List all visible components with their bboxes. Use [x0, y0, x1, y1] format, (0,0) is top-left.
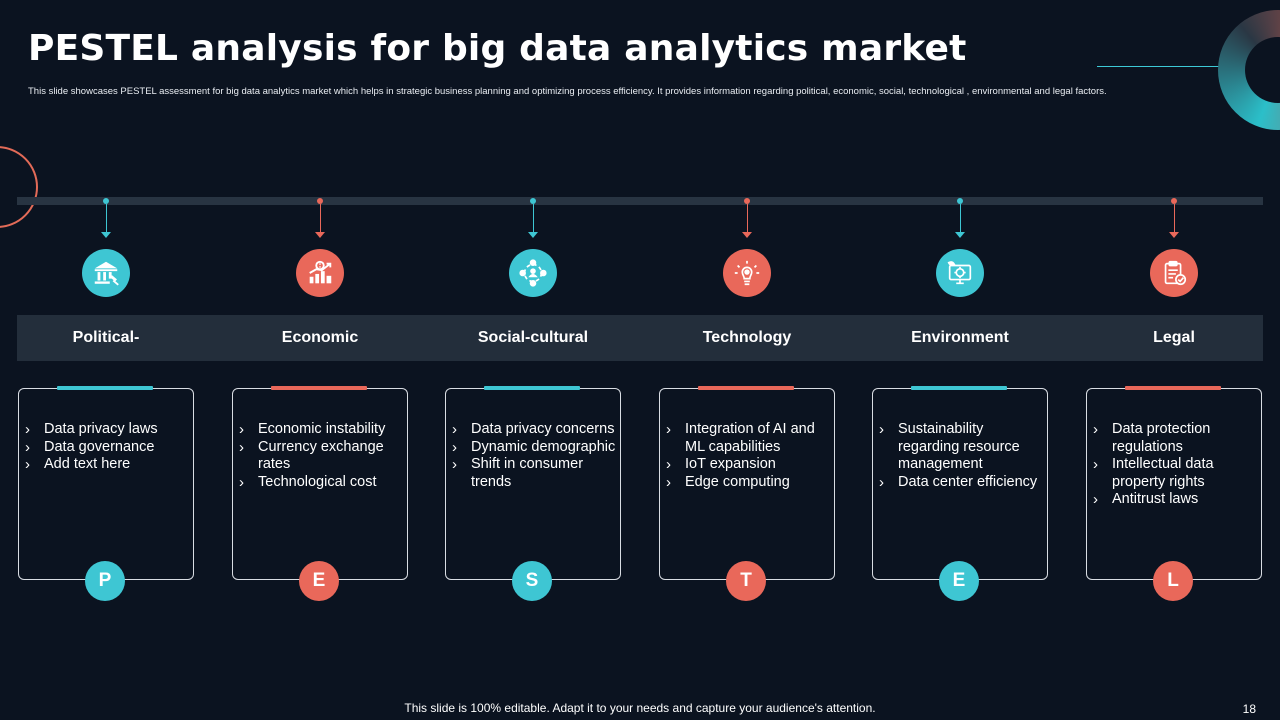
slide-subtitle: This slide showcases PESTEL assessment f… [28, 86, 1107, 97]
letter-badge: L [1153, 561, 1193, 601]
list-item: Intellectual data property rights [1093, 456, 1259, 491]
government-building-gavel-icon [82, 249, 130, 297]
decorative-accent-line [1097, 66, 1220, 67]
pestel-column-environment: Environment Sustainability regarding res… [871, 0, 1049, 720]
timeline-dot [744, 198, 750, 204]
card-accent-bar [698, 386, 794, 390]
connector-line [105, 204, 107, 234]
social-network-people-icon [509, 249, 557, 297]
letter-badge: T [726, 561, 766, 601]
lightbulb-gear-icon [723, 249, 771, 297]
arrow-down-icon [955, 232, 965, 238]
timeline-dot [957, 198, 963, 204]
factor-list: Data protection regulations Intellectual… [1093, 421, 1259, 509]
letter-badge: P [85, 561, 125, 601]
list-item: Edge computing [666, 474, 832, 492]
category-heading: Legal [1153, 329, 1195, 346]
arrow-down-icon [101, 232, 111, 238]
list-item: Currency exchange rates [239, 439, 405, 474]
list-item: IoT expansion [666, 456, 832, 474]
card-accent-bar [484, 386, 580, 390]
connector-line [959, 204, 961, 234]
card-accent-bar [1125, 386, 1221, 390]
connector-line [746, 204, 748, 234]
eco-monitor-gear-icon [936, 249, 984, 297]
connector-line [1173, 204, 1175, 234]
list-item: Antitrust laws [1093, 491, 1259, 509]
card-accent-bar [57, 386, 153, 390]
category-heading: Economic [281, 329, 359, 346]
list-item: Add text here [25, 456, 191, 474]
factor-list: Sustainability regarding resource manage… [879, 421, 1045, 491]
category-heading: Political- [72, 329, 140, 346]
list-item: Sustainability regarding resource manage… [879, 421, 1045, 474]
factor-list: Integration of AI and ML capabilities Io… [666, 421, 832, 491]
legal-clipboard-gavel-icon [1150, 249, 1198, 297]
slide-title: PESTEL analysis for big data analytics m… [28, 28, 967, 69]
list-item: Data privacy concerns [452, 421, 618, 439]
card-accent-bar [271, 386, 367, 390]
list-item: Dynamic demographic [452, 439, 618, 457]
category-heading: Social-cultural [477, 329, 589, 346]
header-band [17, 315, 1263, 361]
slide-footer: This slide is 100% editable. Adapt it to… [404, 701, 876, 715]
factor-card [18, 388, 194, 580]
card-accent-bar [911, 386, 1007, 390]
timeline-dot [530, 198, 536, 204]
timeline-dot [103, 198, 109, 204]
connector-line [319, 204, 321, 234]
factor-list: Data privacy laws Data governance Add te… [25, 421, 191, 474]
arrow-down-icon [315, 232, 325, 238]
timeline-bar [17, 197, 1263, 205]
list-item: Integration of AI and ML capabilities [666, 421, 832, 456]
pestel-column-political: Political- Data privacy laws Data govern… [17, 0, 195, 720]
timeline-dot [317, 198, 323, 204]
arrow-down-icon [1169, 232, 1179, 238]
page-number: 18 [1242, 702, 1256, 716]
category-heading: Technology [702, 329, 792, 346]
list-item: Data governance [25, 439, 191, 457]
category-heading: Environment [911, 329, 1009, 346]
list-item: Economic instability [239, 421, 405, 439]
list-item: Data privacy laws [25, 421, 191, 439]
pestel-column-economic: Economic Economic instability Currency e… [231, 0, 409, 720]
list-item: Shift in consumer trends [452, 456, 618, 491]
pestel-column-technology: Technology Integration of AI and ML capa… [658, 0, 836, 720]
pestel-column-legal: Legal Data protection regulations Intell… [1085, 0, 1263, 720]
timeline-dot [1171, 198, 1177, 204]
factor-list: Economic instability Currency exchange r… [239, 421, 405, 491]
factor-list: Data privacy concerns Dynamic demographi… [452, 421, 618, 491]
list-item: Technological cost [239, 474, 405, 492]
list-item: Data center efficiency [879, 474, 1045, 492]
pestel-column-social: Social-cultural Data privacy concerns Dy… [444, 0, 622, 720]
list-item: Data protection regulations [1093, 421, 1259, 456]
economy-growth-chart-icon [296, 249, 344, 297]
letter-badge: E [939, 561, 979, 601]
letter-badge: S [512, 561, 552, 601]
arrow-down-icon [742, 232, 752, 238]
arrow-down-icon [528, 232, 538, 238]
connector-line [532, 204, 534, 234]
letter-badge: E [299, 561, 339, 601]
